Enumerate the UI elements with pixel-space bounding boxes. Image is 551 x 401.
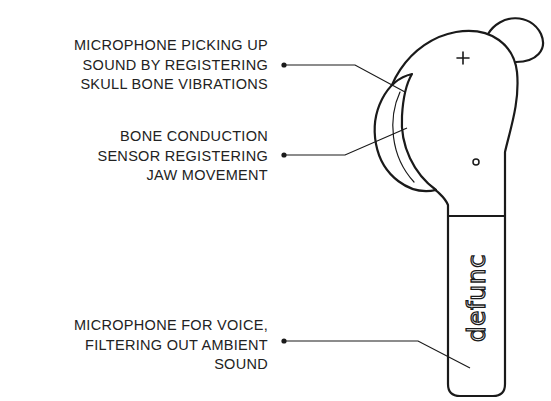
callout-label: MICROPHONE FOR VOICE, FILTERING OUT AMBI…	[32, 316, 268, 375]
callout-label: BONE CONDUCTION SENSOR REGISTERING JAW M…	[73, 127, 268, 186]
leader-line	[285, 128, 407, 155]
leader-dot	[281, 152, 286, 157]
callout-label: MICROPHONE PICKING UP SOUND BY REGISTERI…	[42, 36, 268, 95]
ear-wing	[375, 74, 436, 191]
brand-logo: defunc	[463, 254, 491, 343]
leader-dot	[281, 62, 286, 67]
leader-dot	[281, 338, 286, 343]
plus-mark	[457, 52, 469, 64]
wing-shading	[393, 92, 414, 182]
leader-line	[285, 341, 470, 368]
leader-line	[285, 65, 405, 92]
stem-divider	[448, 215, 505, 217]
sensor-hole	[473, 159, 479, 165]
